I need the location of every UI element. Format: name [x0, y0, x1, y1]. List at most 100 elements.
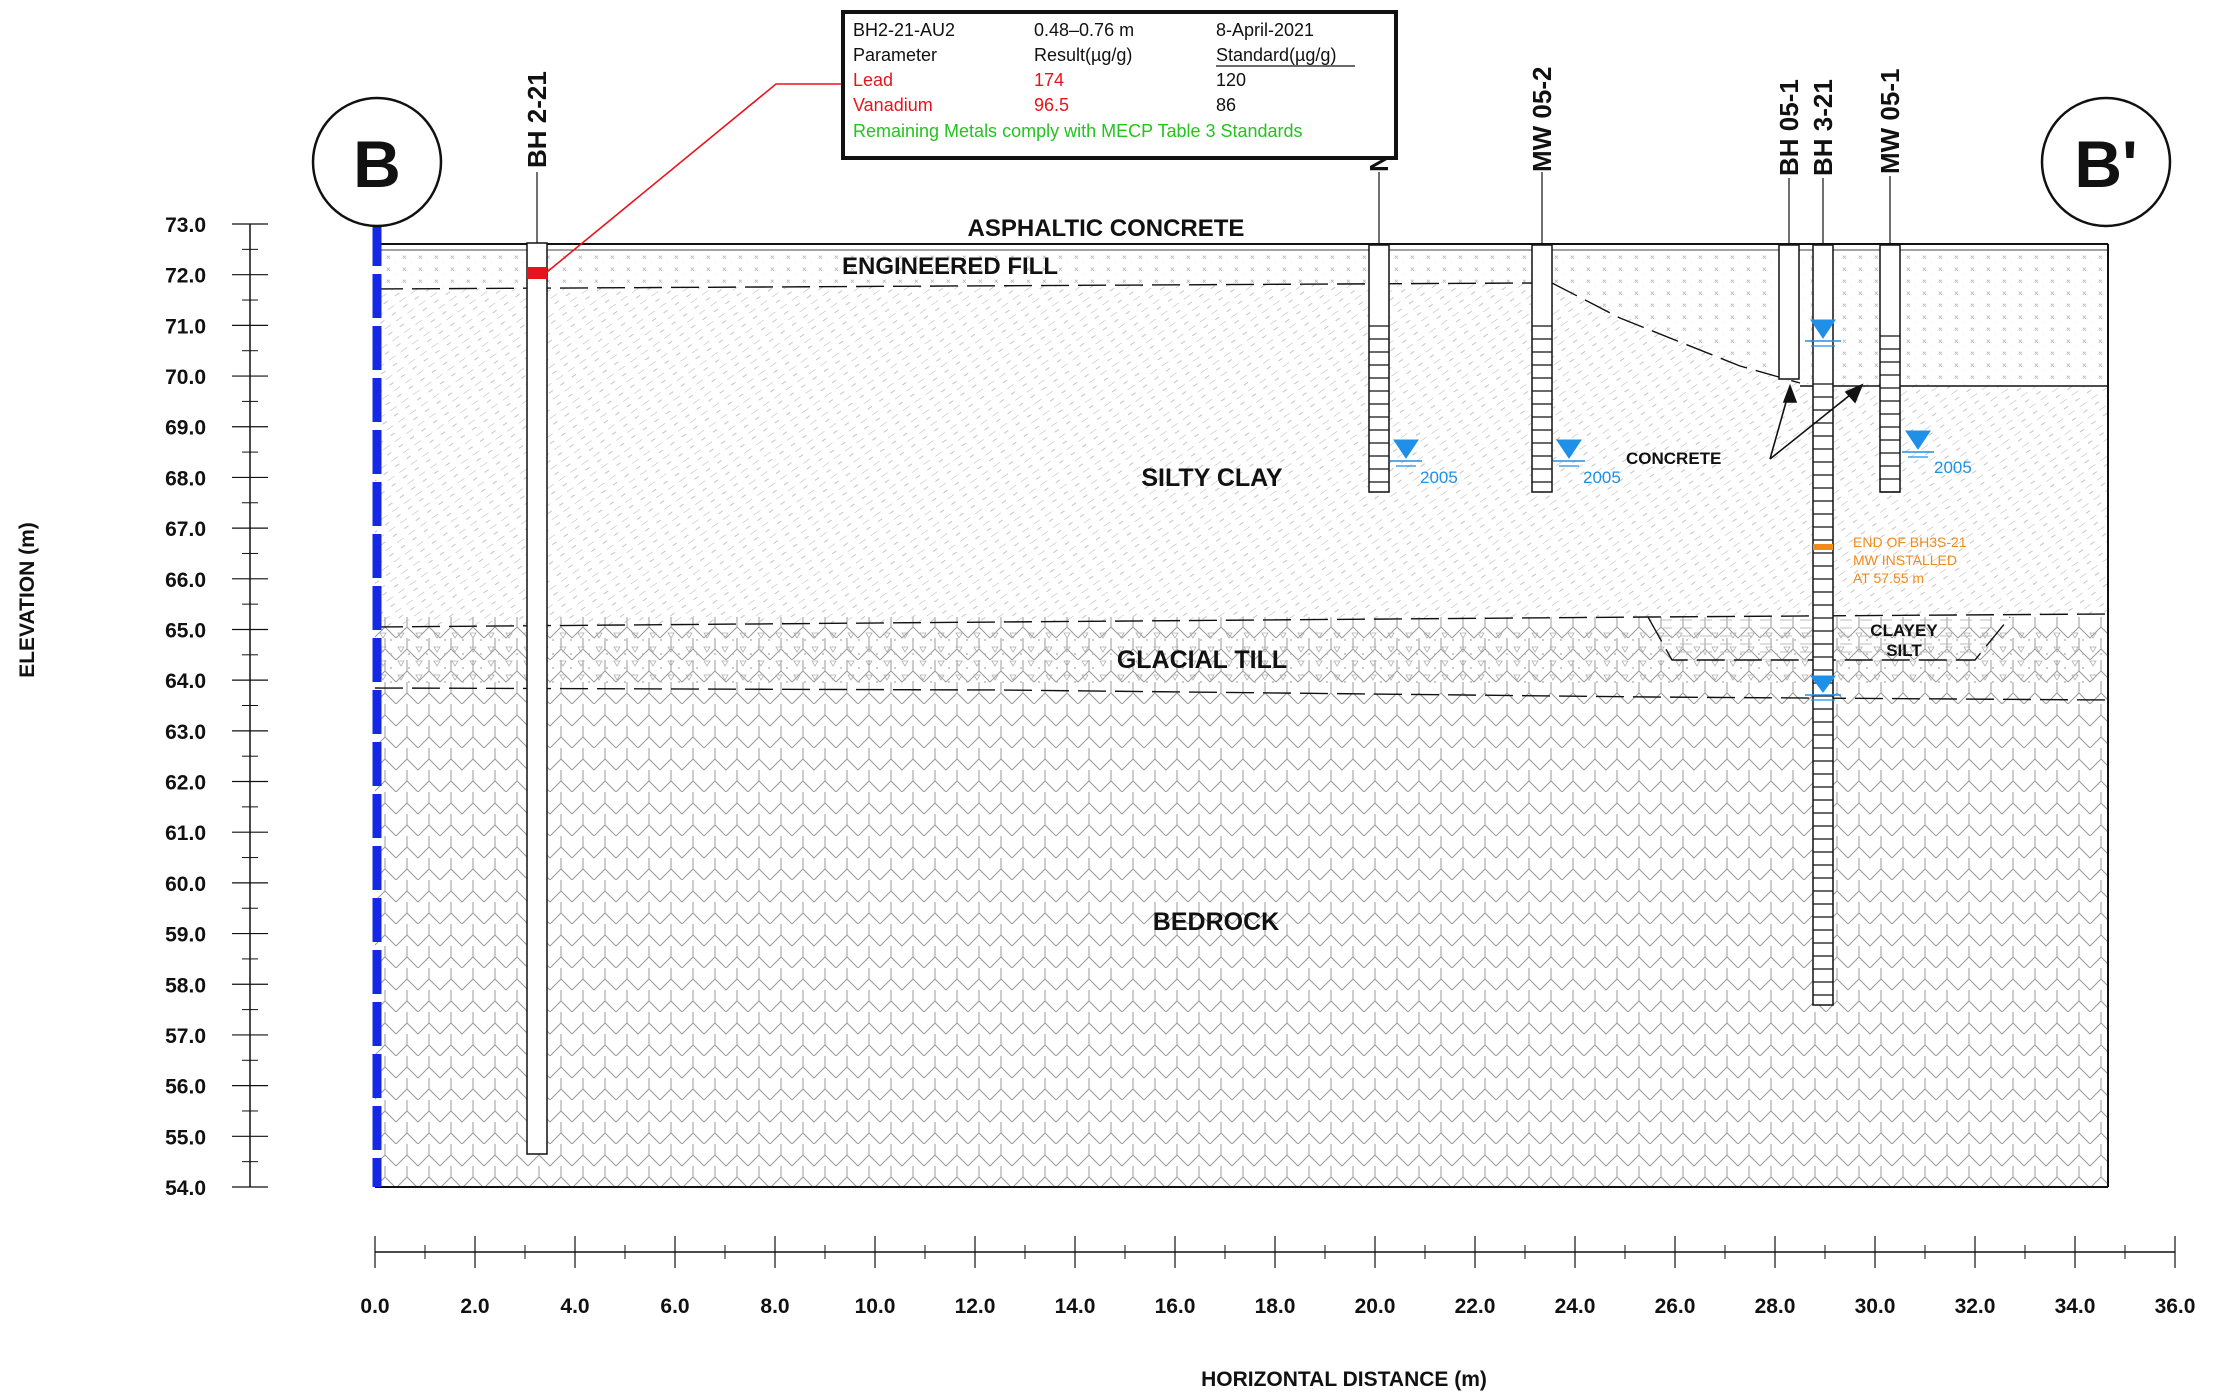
borehole-mw05-1: [1879, 244, 1901, 493]
callout-depth: 0.48–0.76 m: [1034, 20, 1134, 40]
callout-col-standard: Standard(µg/g): [1216, 45, 1336, 65]
label-engineered-fill: ENGINEERED FILL: [842, 253, 1058, 280]
water-level-year-3: 2005: [1934, 458, 1972, 477]
x-axis-title: HORIZONTAL DISTANCE (m): [1201, 1368, 1487, 1391]
note-line-3: AT 57.55 m: [1853, 570, 1924, 586]
callout-vanadium-result: 96.5: [1034, 95, 1069, 115]
label-concrete: CONCRETE: [1626, 449, 1721, 468]
callout-vanadium-label: Vanadium: [853, 95, 933, 115]
callout-lead-standard: 120: [1216, 70, 1246, 90]
x-tick-label: 16.0: [1155, 1295, 1196, 1318]
silty-clay-zone: [375, 283, 2108, 627]
clay-till-boundary: [374, 613, 2109, 628]
water-level-mw05-1-icon: [1905, 430, 1931, 450]
y-tick-label: 58.0: [165, 974, 206, 997]
x-tick-label: 32.0: [1955, 1295, 1996, 1318]
y-tick-label: 67.0: [165, 518, 206, 541]
y-tick-label: 65.0: [165, 619, 206, 642]
y-axis-title: ELEVATION (m): [16, 522, 39, 678]
label-bedrock: BEDROCK: [1153, 908, 1279, 936]
callout-leader: [546, 83, 843, 273]
screen-bh3-21: [1813, 383, 1833, 996]
marker-start-label: B: [353, 127, 401, 201]
callout-vanadium-standard: 86: [1216, 95, 1236, 115]
borehole-label-bh05-1: BH 05-1: [1774, 79, 1804, 176]
water-level-year-1: 2005: [1420, 468, 1458, 487]
water-level-mw05-2-icon: [1556, 439, 1582, 459]
callout-col-result: Result(µg/g): [1034, 45, 1132, 65]
boreholes: BH 2-21 N MW 05-2 BH 05-1 BH 3-21 MW 05-…: [522, 67, 1905, 1155]
label-clayey: CLAYEY: [1870, 621, 1938, 640]
x-tick-label: 30.0: [1855, 1295, 1896, 1318]
y-tick-label: 73.0: [165, 214, 206, 237]
borehole-bh05-1: [1778, 244, 1800, 380]
x-tick-label: 36.0: [2155, 1295, 2196, 1318]
screen-mw05-2: [1532, 325, 1552, 483]
section-marker-start: B: [311, 96, 443, 228]
y-tick-label: 54.0: [165, 1177, 206, 1200]
till-bedrock-boundary: [374, 687, 2109, 701]
y-tick-label: 68.0: [165, 467, 206, 490]
callout-date: 8-April-2021: [1216, 20, 1314, 40]
x-tick-label: 2.0: [460, 1295, 489, 1318]
y-tick-label: 59.0: [165, 924, 206, 947]
marker-end-circle: [2040, 96, 2172, 228]
label-silt: SILT: [1886, 641, 1922, 660]
water-level-mw05-2: 2005: [1553, 439, 1621, 487]
label-silty-clay: SILTY CLAY: [1141, 464, 1283, 492]
y-tick-label: 62.0: [165, 772, 206, 795]
y-tick-label: 70.0: [165, 366, 206, 389]
x-tick-label: 10.0: [855, 1295, 896, 1318]
borehole-bh2-21: [526, 242, 548, 1155]
layer-labels: ASPHALTIC CONCRETE ENGINEERED FILL SILTY…: [842, 215, 1938, 936]
x-tick-label: 8.0: [760, 1295, 789, 1318]
callout-box: [841, 10, 1398, 160]
water-level-partial: 2005: [1390, 439, 1458, 487]
y-tick-label: 55.0: [165, 1126, 206, 1149]
fill-clay-slope: [1551, 282, 1801, 384]
water-level-bh3-21-upper: [1805, 319, 1841, 347]
water-levels: 2005 2005 2005: [1390, 319, 1972, 701]
x-tick-label: 6.0: [660, 1295, 689, 1318]
label-glacial-till: GLACIAL TILL: [1117, 646, 1287, 674]
concrete-arrow-1: [1782, 383, 1798, 403]
concrete-leader-2: [1769, 386, 1861, 460]
analytical-results-callout: BH2-21-AU2 0.48–0.76 m 8-April-2021 Para…: [546, 10, 1398, 273]
borehole-note: END OF BH3S-21 MW INSTALLED AT 57.55 m: [1853, 534, 1967, 586]
x-tick-label: 12.0: [955, 1295, 996, 1318]
y-tick-label: 72.0: [165, 265, 206, 288]
borehole-mw05-2: [1531, 244, 1553, 493]
x-tick-label: 24.0: [1555, 1295, 1596, 1318]
x-tick-label: 34.0: [2055, 1295, 2096, 1318]
x-tick-label: 18.0: [1255, 1295, 1296, 1318]
x-tick-label: 28.0: [1755, 1295, 1796, 1318]
fill-clay-boundary: [374, 282, 1533, 290]
x-tick-label: 22.0: [1455, 1295, 1496, 1318]
borehole-label-bh3-21: BH 3-21: [1808, 79, 1838, 176]
borehole-label-bh2-21: BH 2-21: [522, 71, 552, 168]
layer-boundaries: [374, 282, 2109, 701]
borehole-label-mw05-1: MW 05-1: [1875, 69, 1905, 174]
note-line-2: MW INSTALLED: [1853, 552, 1957, 568]
y-tick-label: 60.0: [165, 873, 206, 896]
water-level-mw05-1: 2005: [1902, 430, 1972, 477]
x-tick-label: 4.0: [560, 1295, 589, 1318]
section-marker-end: B': [2040, 96, 2172, 228]
water-level-bh321-lower-icon: [1810, 675, 1836, 693]
callout-sample-id: BH2-21-AU2: [853, 20, 955, 40]
y-tick-label: 69.0: [165, 417, 206, 440]
y-tick-label: 57.0: [165, 1025, 206, 1048]
x-tick-label: 20.0: [1355, 1295, 1396, 1318]
screen-partial: [1369, 325, 1389, 483]
marker-start-circle: [311, 96, 443, 228]
x-tick-label: 0.0: [360, 1295, 389, 1318]
callout-lead-label: Lead: [853, 70, 893, 90]
screen-mw05-1: [1880, 335, 1900, 493]
concrete-leaders: [1769, 383, 1864, 460]
end-of-bh3s-21-marker: [1813, 544, 1833, 550]
y-tick-label: 56.0: [165, 1076, 206, 1099]
y-axis: 73.072.071.070.069.068.067.066.065.064.0…: [165, 214, 268, 1200]
engineered-fill-zone: [375, 250, 2108, 386]
